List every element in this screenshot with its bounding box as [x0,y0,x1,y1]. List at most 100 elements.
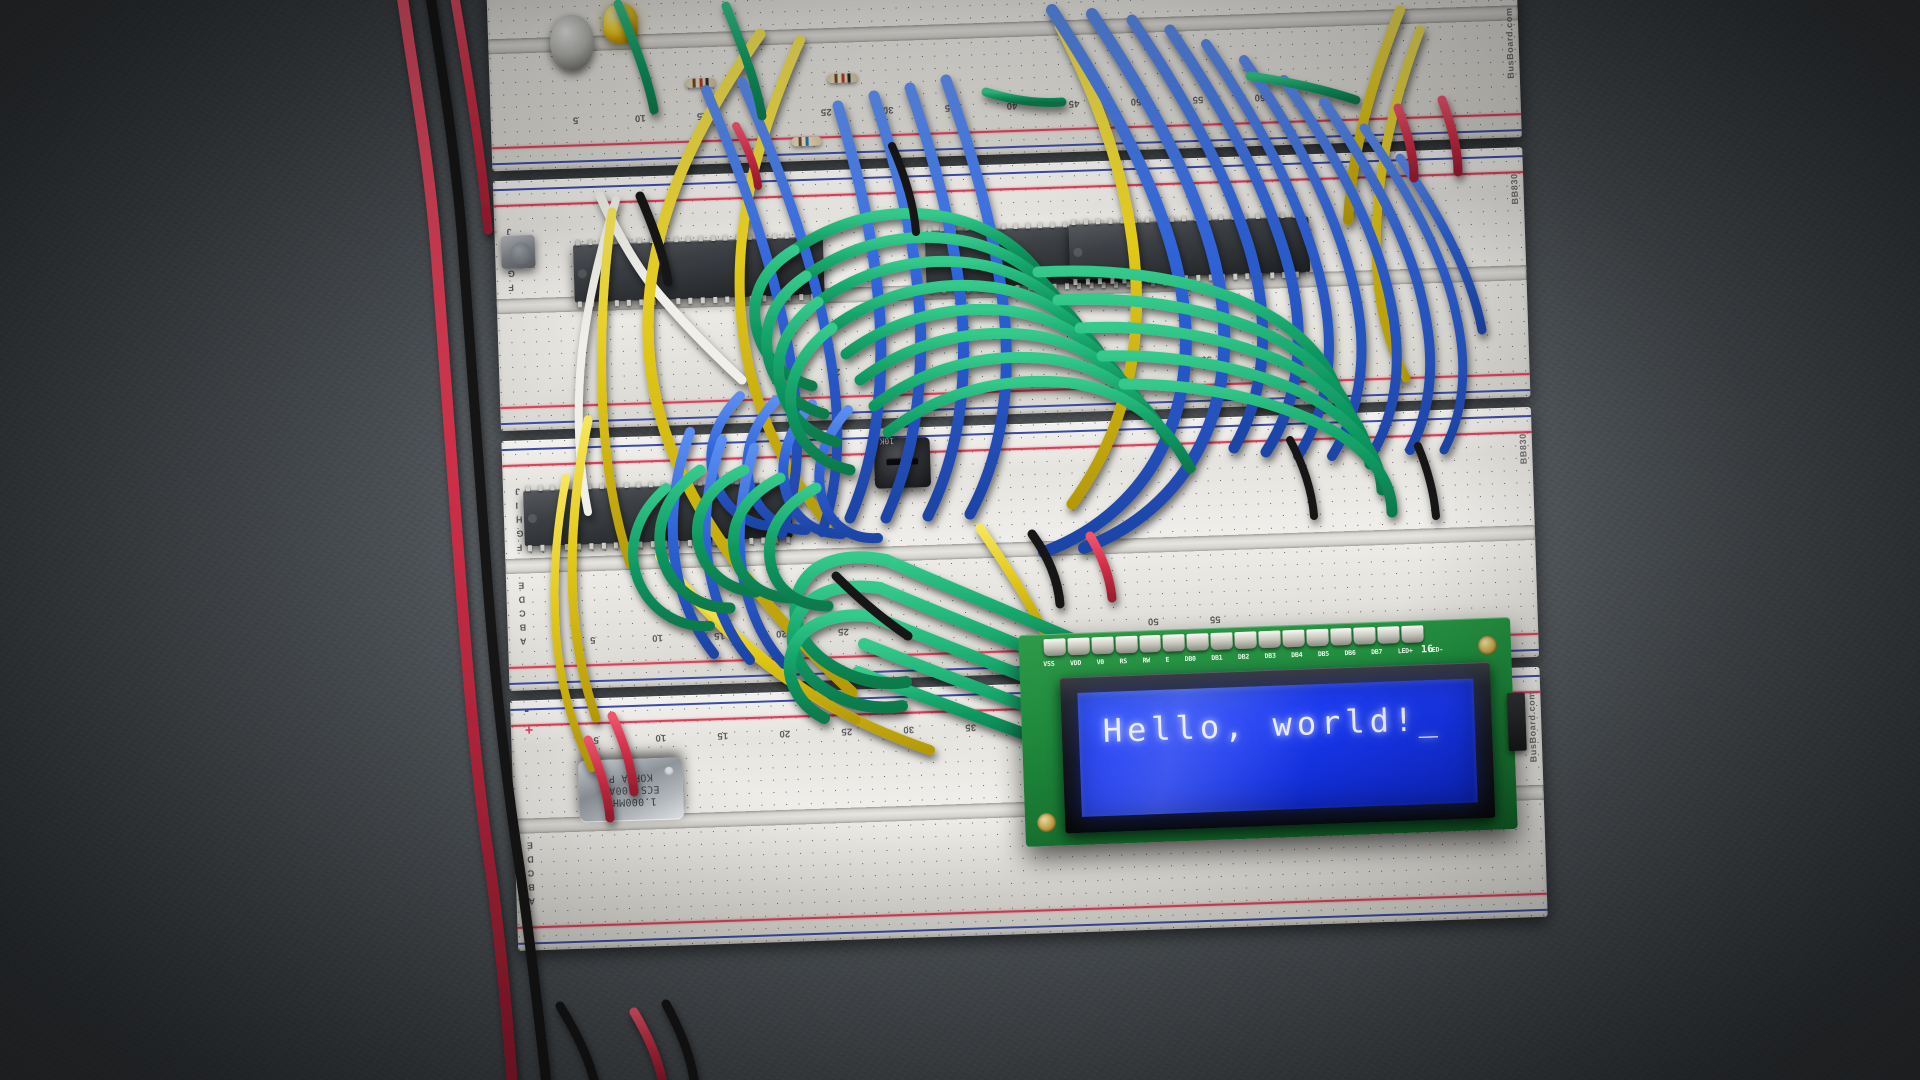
row-letter: F [508,282,514,293]
column-number: 25 [837,625,850,638]
ic-pin1-notch [527,513,538,523]
crystal-label-line2: ECS-100AC [602,783,660,797]
column-number: 60 [1262,351,1275,363]
lcd-pin-label: VDD [1069,658,1082,668]
column-number: 20 [775,627,788,640]
resistor-3 [791,136,822,147]
row-letter: J [514,486,521,497]
column-number: 10 [651,631,664,644]
lcd-module: VSS VDD V0 RS RW E DB0 DB1 DB2 DB3 DB4 D… [1018,617,1527,847]
column-number: 35 [944,101,956,114]
breadboard-model: BB830 [1517,433,1529,465]
trimpot-contrast[interactable]: 10K [873,436,932,489]
lcd-pin-label: LED+ [1397,646,1413,656]
column-number: 35 [952,361,965,374]
column-number: 20 [779,727,791,740]
column-number: 20 [758,108,770,120]
lcd-pin [1282,629,1305,648]
dip-ic-mcu [572,236,825,303]
column-number: 15 [696,110,708,122]
lcd-pin [1115,635,1138,654]
breadboard-1: 5 10 15 20 25 30 35 40 45 50 55 60 BusBo… [484,0,1522,172]
lcd-pin-label: DB1 [1211,653,1223,663]
lcd-bezel: Hello, world!_ [1059,661,1496,834]
column-number: 30 [882,103,894,116]
lcd-pin-label: DB2 [1237,652,1250,662]
lcd-pin [1043,638,1066,657]
ic-pin1-notch [1073,247,1083,257]
lcd-pin-label: DB4 [1291,650,1303,660]
column-number: 15 [713,629,726,642]
column-number: 25 [829,365,841,378]
dip-ic-5 [523,481,793,547]
column-number: 50 [1147,615,1159,627]
column-number: 35 [964,721,977,733]
lcd-pin [1162,633,1186,652]
row-letter: C [527,868,535,879]
row-letter: H [515,514,523,525]
lcd-text-line1: Hello, world!_ [1102,699,1444,751]
lcd-pin [1329,627,1353,646]
tactile-button-2[interactable] [500,233,536,270]
lcd-pin-label: DB7 [1370,647,1383,657]
lcd-pin [1210,632,1233,651]
lcd-pin [1377,626,1400,644]
rail-mark-positive: + [524,722,534,739]
lcd-pin [1138,634,1162,653]
column-number: 10 [655,731,667,744]
breadboard-model: BB830 [1509,173,1521,205]
row-letter: B [528,882,535,893]
row-letter: G [516,528,524,539]
lcd-pin [1091,636,1114,655]
column-number: 55 [1209,613,1221,625]
column-number: 5 [593,734,599,746]
resistor-1 [685,77,716,88]
row-letter: G [507,268,516,279]
lcd-pin-label: DB6 [1344,648,1356,658]
lcd-pin [1305,628,1329,647]
row-letter: B [519,622,527,633]
column-number: 55 [1192,93,1204,106]
row-letter: A [519,636,527,647]
rail-mark-negative: - [524,704,530,721]
column-number: 45 [1068,97,1080,110]
lcd-pin-label: RS [1119,657,1128,666]
lcd-pin-label: DB3 [1264,651,1276,661]
row-letter: C [518,608,526,619]
lcd-pin [1234,631,1257,650]
column-number: 40 [1006,99,1018,112]
lcd-pin-label: DB5 [1317,649,1330,659]
row-letter: E [518,580,525,591]
row-letter: D [518,594,526,605]
ic-pin1-notch [577,268,587,279]
crystal-pin1-dot [664,766,674,776]
row-letter: I [515,500,519,511]
column-number: 55 [1200,353,1213,365]
resistor-2 [827,73,858,84]
trimpot-label: 10K [879,436,895,446]
crystal-oscillator: 1.000MHz ECS-100AC KOREA P [578,757,685,823]
row-letter: D [527,854,534,865]
crystal-label-line1: 1.000MHz [605,795,657,809]
lcd-pin [1258,630,1281,649]
lcd-pin-label: VSS [1043,659,1055,669]
lcd-side-tab [1506,692,1527,752]
lcd-pin [1401,625,1424,644]
row-letter: A [528,896,536,907]
lcd-pin-label: RW [1142,656,1151,665]
lcd-mount-hole-bl [1036,812,1057,833]
lcd-screen: Hello, world!_ [1077,678,1478,817]
column-number: 5 [589,634,596,646]
column-number: 60 [1254,91,1266,103]
dip-ic-ram [1068,216,1311,281]
crystal-label-line3: KOREA P [608,771,653,785]
column-number: 45 [1076,357,1089,370]
column-number: 5 [572,114,579,126]
lcd-pin-label: E [1165,655,1170,664]
column-number: 25 [820,106,832,118]
row-letter: E [526,840,533,851]
column-number: 10 [634,112,646,124]
column-number: 30 [902,723,915,735]
column-number: 15 [717,729,729,742]
lcd-pin-label: DB0 [1184,654,1196,664]
